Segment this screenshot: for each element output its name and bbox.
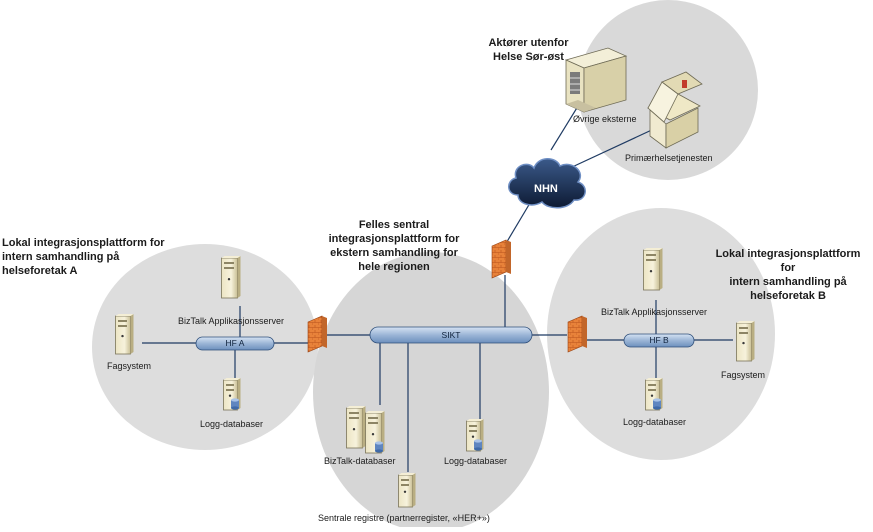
server-icon xyxy=(398,472,416,508)
label-lokal-b: Lokal integrasjonsplattform for intern s… xyxy=(715,248,861,302)
label-biztalk-b: BizTalk Applikasjonsserver xyxy=(601,307,708,317)
bus-label-hf-a: HF A xyxy=(225,338,245,348)
database-icon xyxy=(653,398,661,410)
bus-hf-a xyxy=(195,336,275,351)
server-glyph xyxy=(643,248,663,291)
server-icon xyxy=(221,255,241,299)
database-icon xyxy=(375,441,383,453)
server-glyph xyxy=(645,378,663,411)
bus-label-hf-b: HF B xyxy=(649,335,669,345)
building-icon xyxy=(564,47,628,113)
firewall-icon xyxy=(567,315,587,353)
server-icon xyxy=(466,418,484,452)
label-lokal-a: Lokal integrasjonsplattform for intern s… xyxy=(2,237,165,277)
bus-hf-b xyxy=(623,333,695,348)
server-icon xyxy=(645,377,663,411)
bus-sikt xyxy=(369,326,533,344)
server-glyph xyxy=(223,378,241,411)
server-glyph xyxy=(365,411,385,454)
server-glyph xyxy=(466,419,484,452)
label-biztalk-databaser: BizTalk-databaser xyxy=(324,456,396,466)
server-glyph xyxy=(346,406,366,449)
server-glyph xyxy=(736,321,755,362)
label-felles-sentral: Felles sentral integrasjonsplattform for… xyxy=(328,219,460,273)
server-glyph xyxy=(398,473,416,508)
bus-label-sikt: SIKT xyxy=(441,330,461,340)
label-fagsystem-a: Fagsystem xyxy=(107,361,152,371)
server-glyph xyxy=(221,256,241,299)
house-icon xyxy=(647,71,703,149)
label-aktorer: Aktører utenfor Helse Sør-øst xyxy=(488,37,569,63)
label-nhn: NHN xyxy=(534,183,558,195)
firewall-icon xyxy=(491,239,511,279)
label-primaerhelsetjenesten: Primærhelsetjenesten xyxy=(625,153,713,163)
zone-sikt xyxy=(313,252,549,532)
server-icon xyxy=(365,410,385,454)
cloud-icon xyxy=(508,158,586,209)
label-ovrige-eksterne: Øvrige eksterne xyxy=(573,114,637,124)
firewall-icon xyxy=(307,315,327,353)
server-icon xyxy=(346,405,366,449)
database-icon xyxy=(474,439,482,451)
database-icon xyxy=(231,398,239,410)
label-logg-sikt: Logg-databaser xyxy=(444,456,508,466)
label-biztalk-a: BizTalk Applikasjonsserver xyxy=(178,316,285,326)
server-glyph xyxy=(115,314,134,355)
server-icon xyxy=(223,377,241,411)
label-fagsystem-b: Fagsystem xyxy=(721,370,766,380)
server-icon xyxy=(736,320,755,362)
label-logg-b: Logg-databaser xyxy=(623,417,687,427)
label-sentrale-registre: Sentrale registre (partnerregister, «HER… xyxy=(318,513,490,523)
server-icon xyxy=(115,313,134,355)
server-icon xyxy=(643,247,663,291)
label-logg-a: Logg-databaser xyxy=(200,419,264,429)
